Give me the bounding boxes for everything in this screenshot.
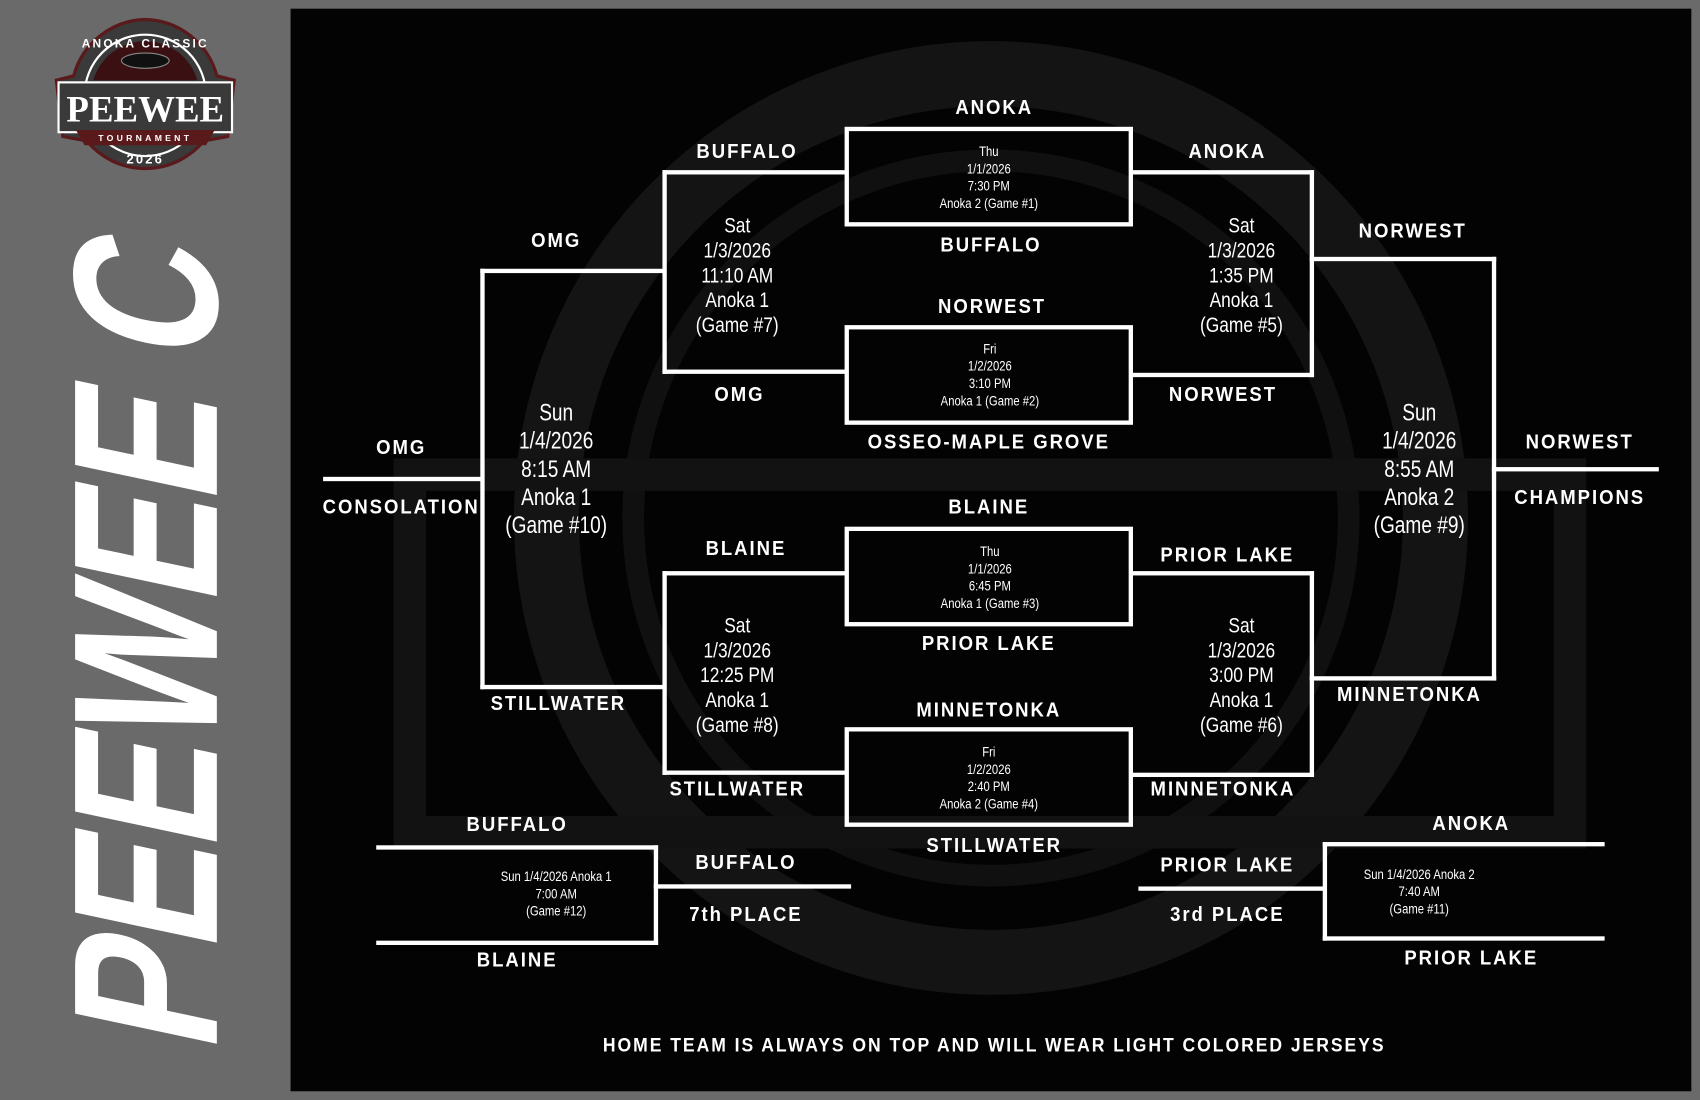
- team-label: OMG: [531, 229, 582, 253]
- bracket-line: [662, 770, 847, 775]
- team-label: NORWEST: [1358, 219, 1467, 243]
- team-label: BUFFALO: [696, 140, 798, 164]
- bracket-line: [1309, 676, 1497, 681]
- tournament-logo: ANOKA CLASSIC PEEWEE TOURNAMENT 2026: [54, 15, 236, 181]
- seventh-place-winner: BUFFALO: [695, 851, 797, 875]
- game-4-box: [844, 727, 1133, 827]
- team-label: NORWEST: [938, 295, 1047, 319]
- game-1-box: [844, 126, 1133, 227]
- bracket-line: [1322, 842, 1605, 847]
- logo-year: 2026: [126, 152, 164, 167]
- bracket-line: [323, 476, 483, 482]
- team-label: ANOKA: [1432, 812, 1511, 836]
- bracket-line: [653, 845, 659, 945]
- bracket-panel: [290, 8, 1692, 1092]
- team-label: BUFFALO: [466, 813, 568, 837]
- bracket-line: [480, 268, 665, 274]
- champion-winner: NORWEST: [1525, 431, 1634, 455]
- team-label: OMG: [714, 383, 765, 407]
- bracket-line: [1322, 842, 1328, 941]
- bracket-line: [1491, 467, 1659, 472]
- team-label: OSSEO-MAPLE GROVE: [867, 431, 1110, 455]
- team-label: ANOKA: [1188, 140, 1267, 164]
- game-3-box: [844, 526, 1133, 627]
- bracket-line: [662, 369, 847, 374]
- bracket-line: [376, 845, 659, 850]
- team-label: PRIOR LAKE: [1404, 947, 1539, 970]
- third-place-label: 3rd PLACE: [1170, 903, 1285, 927]
- team-label: BUFFALO: [940, 234, 1042, 257]
- team-label: NORWEST: [1168, 383, 1278, 407]
- seventh-place-label: 7th PLACE: [689, 903, 803, 927]
- bracket-line: [1130, 372, 1315, 378]
- bracket-line: [662, 170, 667, 374]
- bracket-line: [653, 884, 852, 889]
- team-label: MINNETONKA: [1150, 778, 1296, 801]
- bracket-line: [1309, 256, 1497, 262]
- team-label: MINNETONKA: [916, 698, 1062, 722]
- bracket-line: [1322, 936, 1605, 941]
- team-label: STILLWATER: [926, 834, 1062, 858]
- bracket-line: [662, 571, 667, 775]
- bracket-line: [1309, 571, 1315, 778]
- bracket-line: [376, 940, 659, 945]
- team-label: MINNETONKA: [1337, 683, 1482, 707]
- logo-arc-text: ANOKA CLASSIC: [82, 37, 209, 51]
- bracket-line: [480, 684, 665, 690]
- third-place-winner: PRIOR LAKE: [1160, 853, 1295, 877]
- bracket-line: [1138, 886, 1325, 891]
- game-2-box: [844, 325, 1133, 425]
- team-label: BLAINE: [948, 496, 1030, 520]
- division-title: PEEWEE C: [31, 215, 262, 1064]
- team-label: STILLWATER: [490, 692, 627, 716]
- team-label: BLAINE: [705, 537, 787, 561]
- logo-ribbon: TOURNAMENT: [98, 133, 192, 143]
- bracket-line: [1130, 571, 1315, 576]
- watermark-logo: [393, 41, 1587, 995]
- bracket-line: [1130, 772, 1315, 778]
- team-label: BLAINE: [476, 949, 558, 973]
- consolation-winner: OMG: [376, 436, 427, 460]
- team-label: PRIOR LAKE: [921, 632, 1056, 656]
- team-label: PRIOR LAKE: [1160, 544, 1295, 567]
- footer-note: HOME TEAM IS ALWAYS ON TOP AND WILL WEAR…: [602, 1034, 1386, 1057]
- bracket-line: [662, 170, 847, 175]
- bracket-line: [662, 571, 847, 576]
- logo-name: PEEWEE: [66, 88, 224, 129]
- team-label: STILLWATER: [669, 778, 806, 801]
- consolation-label: CONSOLATION: [322, 496, 480, 520]
- bracket-line: [1130, 170, 1315, 175]
- team-label: ANOKA: [955, 96, 1034, 120]
- champions-label: CHAMPIONS: [1514, 486, 1646, 510]
- bracket-line: [1309, 170, 1315, 378]
